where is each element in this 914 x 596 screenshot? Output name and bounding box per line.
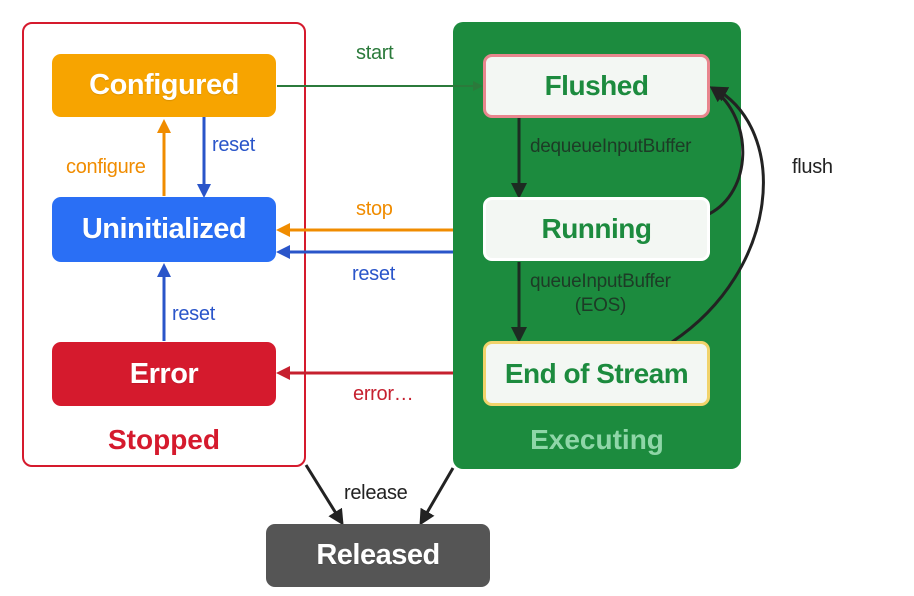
- dequeue-label: dequeueInputBuffer: [530, 136, 692, 157]
- state-running: Running: [483, 197, 710, 261]
- state-running-label: Running: [541, 213, 652, 244]
- state-flushed: Flushed: [483, 54, 710, 118]
- error-label: error…: [353, 383, 414, 405]
- flush-label: flush: [792, 156, 833, 178]
- reset-error-label: reset: [172, 303, 215, 325]
- state-end-of-stream-label: End of Stream: [504, 357, 689, 389]
- executing-group-label: Executing: [530, 424, 664, 455]
- state-flushed-label: Flushed: [544, 70, 649, 101]
- state-uninitialized-label: Uninitialized: [81, 213, 247, 245]
- release-from-stopped-arrow: [304, 464, 344, 526]
- stopped-group-label: Stopped: [108, 424, 220, 455]
- flush-from-eos-arrow: [671, 86, 765, 344]
- reset-configured-label: reset: [212, 134, 255, 156]
- state-configured: Configured: [52, 54, 276, 117]
- release-from-executing-arrow: [419, 467, 455, 526]
- reset-executing-label: reset: [352, 263, 395, 285]
- release-label: release: [344, 482, 408, 504]
- state-released: Released: [266, 524, 490, 587]
- state-error: Error: [52, 342, 276, 406]
- state-end-of-stream: End of Stream: [483, 341, 710, 406]
- state-configured-label: Configured: [89, 69, 239, 101]
- state-error-label: Error: [129, 357, 199, 390]
- start-label: start: [356, 42, 394, 64]
- state-uninitialized: Uninitialized: [52, 197, 276, 262]
- state-released-label: Released: [316, 539, 440, 571]
- configure-label: configure: [66, 156, 146, 178]
- queue-eos-label: queueInputBuffer (EOS): [530, 271, 671, 316]
- stop-label: stop: [356, 198, 393, 220]
